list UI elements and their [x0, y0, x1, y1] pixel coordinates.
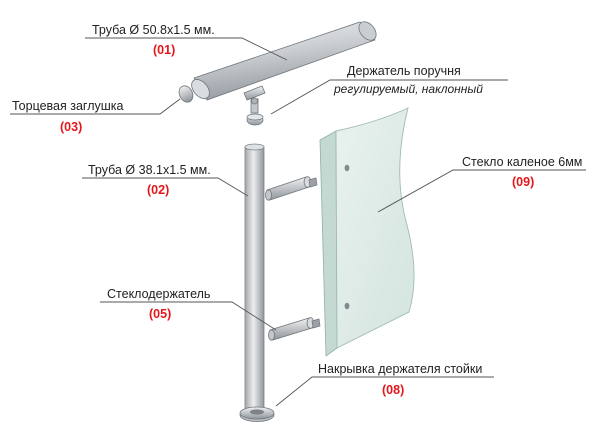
label-glass-holder: Стеклодержатель	[107, 287, 210, 301]
label-base-cover: Накрывка держателя стойки	[318, 362, 482, 376]
end-cap	[178, 85, 194, 103]
code-pipe-508: (01)	[153, 43, 175, 57]
label-handrail-holder-sub: регулируемый, наклонный	[333, 82, 483, 96]
post-pipe	[244, 143, 265, 412]
code-end-cap: (03)	[60, 120, 82, 134]
label-glass: Стекло каленое 6мм	[462, 155, 582, 169]
code-glass: (09)	[512, 175, 534, 189]
leader-pipe-508	[85, 37, 288, 61]
glass-panel-face	[335, 107, 415, 349]
leader-pipe-381	[82, 177, 249, 197]
glass-holder-top	[265, 176, 318, 201]
label-end-cap: Торцевая заглушка	[12, 99, 124, 113]
code-base-cover: (08)	[382, 383, 404, 397]
label-handrail-holder: Держатель поручня	[347, 64, 461, 78]
code-pipe-381: (02)	[147, 183, 169, 197]
code-glass-holder: (05)	[149, 307, 171, 321]
glass-panel-edge	[319, 130, 338, 357]
glass-holder-bottom	[268, 317, 321, 341]
leader-glass	[377, 169, 586, 213]
label-pipe-508: Труба Ø 50.8х1.5 мм.	[92, 23, 215, 37]
handrail-pipe	[191, 21, 377, 101]
leader-handrail-holder	[270, 79, 508, 115]
handrail-holder	[243, 85, 266, 126]
leader-end-cap	[10, 98, 181, 115]
leader-glass-holder	[100, 301, 277, 331]
glass-hole-bottom	[344, 302, 350, 310]
base-cover-ring	[239, 406, 275, 422]
glass-panel	[319, 107, 415, 357]
glass-hole-top	[344, 164, 350, 172]
leader-base-cover	[275, 376, 494, 407]
label-pipe-381: Труба Ø 38.1х1.5 мм.	[88, 163, 211, 177]
